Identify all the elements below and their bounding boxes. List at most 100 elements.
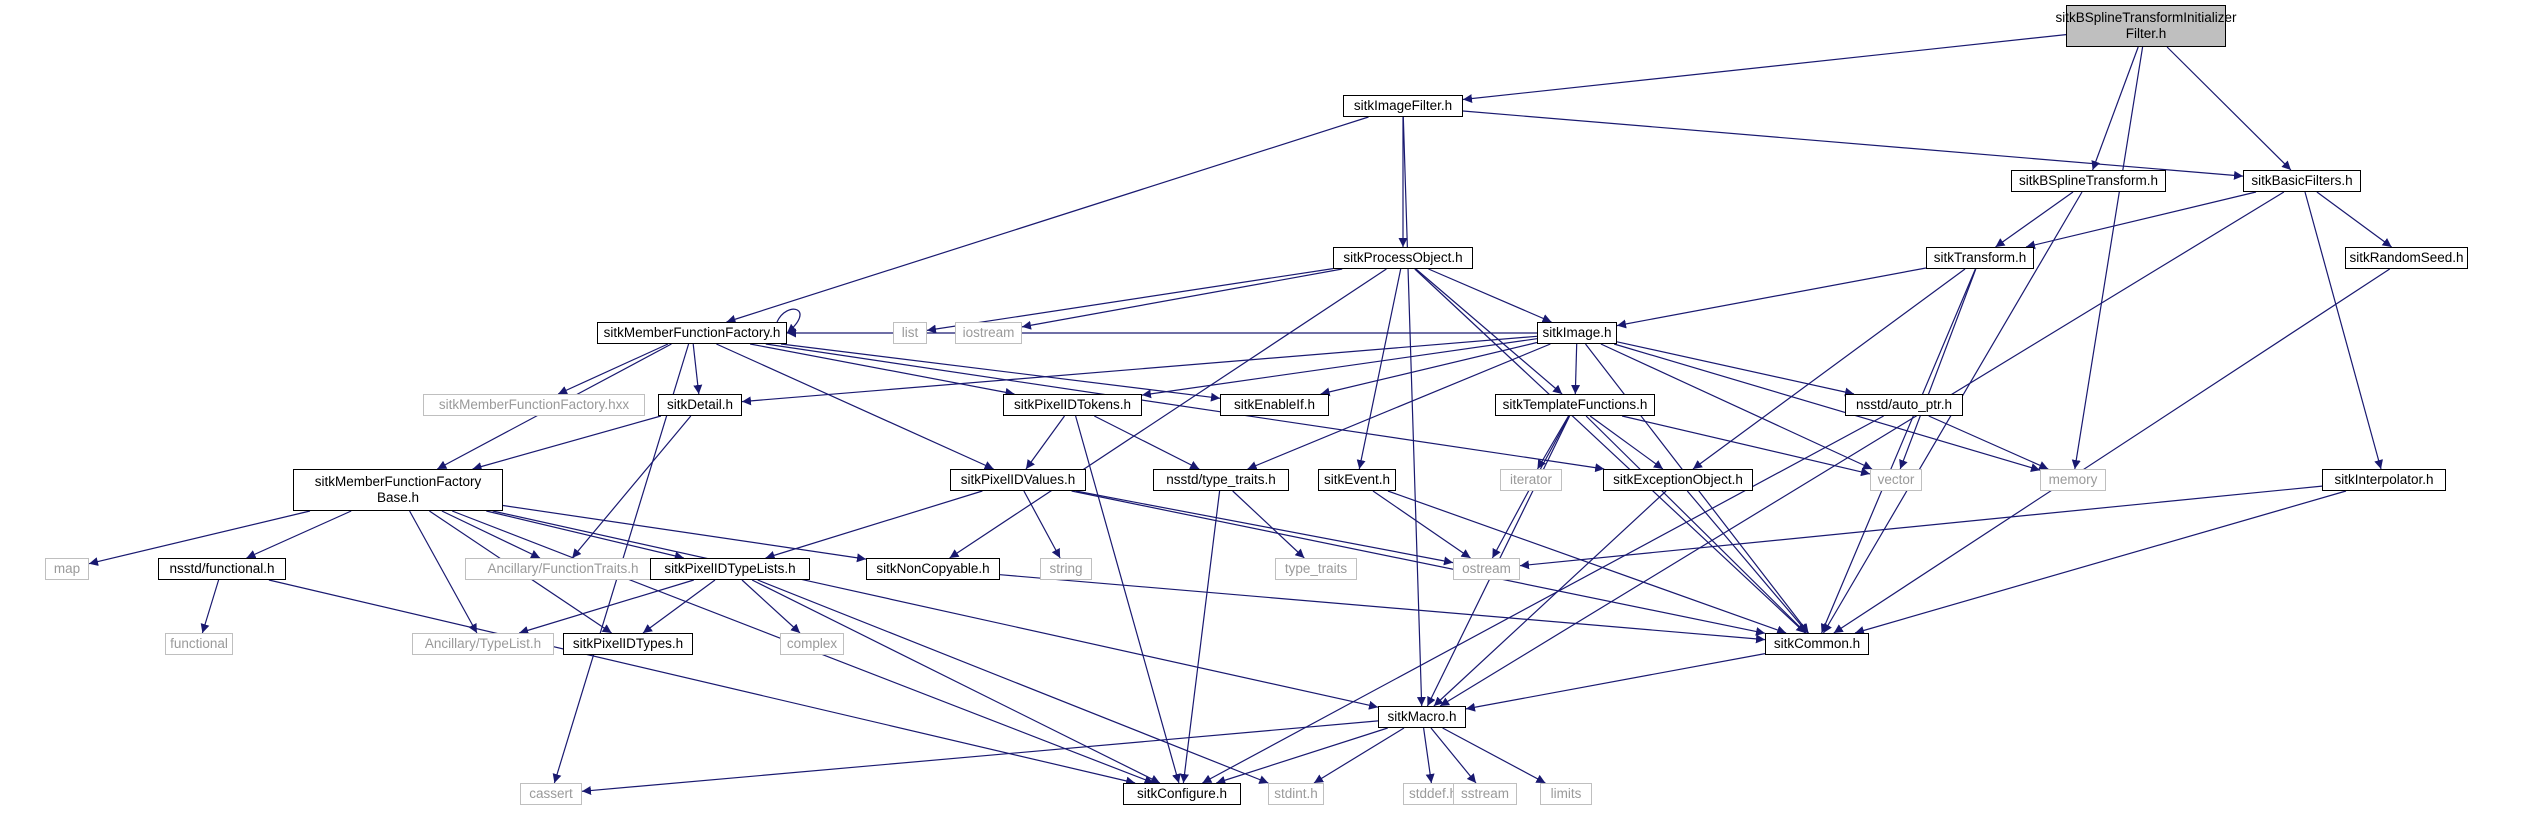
node-label: iostream <box>962 325 1015 340</box>
edge-pixelidtypelists-to-configure <box>751 579 1161 784</box>
edge-image-to-detail <box>741 335 1538 406</box>
node-label: sitkMemberFunctionFactory.hxx <box>438 397 630 412</box>
node-label: stdint.h <box>1274 786 1318 801</box>
node-label: list <box>901 325 919 340</box>
edge-interpolator-to-common <box>1854 490 2347 635</box>
node-detail[interactable]: sitkDetail.h <box>658 394 742 416</box>
node-label: sitkPixelIDTypeLists.h <box>664 561 796 576</box>
node-bsplinetransform[interactable]: sitkBSplineTransform.h <box>2011 170 2166 192</box>
node-label: sitkEnableIf.h <box>1233 397 1316 412</box>
node-memberfunctionfactory[interactable]: sitkMemberFunctionFactory.h <box>597 322 787 344</box>
edge-processobject-to-noncopyable <box>949 268 1387 559</box>
edge-memberfunctionfactory-to-enableif <box>780 343 1221 402</box>
node-event[interactable]: sitkEvent.h <box>1318 469 1396 491</box>
node-configure[interactable]: sitkConfigure.h <box>1123 783 1241 805</box>
edge-detail-to-functiontraits <box>571 415 692 559</box>
edge-mffbase-to-typelist <box>409 510 478 634</box>
node-label: sitkCommon.h <box>1773 636 1861 651</box>
node-pixelidvalues[interactable]: sitkPixelIDValues.h <box>950 469 1086 491</box>
node-functionalh[interactable]: nsstd/functional.h <box>158 558 286 580</box>
node-label: sitkTransform.h <box>1933 250 2027 265</box>
node-mffhxx: sitkMemberFunctionFactory.hxx <box>423 394 645 416</box>
edge-transform-to-exceptionobject <box>1692 268 1966 470</box>
node-label: stddef.h <box>1408 786 1458 801</box>
node-label: functional <box>170 636 228 651</box>
node-label: map <box>53 561 81 576</box>
node-noncopyable[interactable]: sitkNonCopyable.h <box>866 558 1000 580</box>
edge-detail-to-mffbase <box>472 415 662 471</box>
node-macro[interactable]: sitkMacro.h <box>1378 706 1466 728</box>
node-basicfilters[interactable]: sitkBasicFilters.h <box>2243 170 2361 192</box>
node-label: string <box>1049 561 1083 576</box>
edge-imagefilter-to-memberfunctionfactory <box>726 116 1369 324</box>
node-common[interactable]: sitkCommon.h <box>1765 633 1869 655</box>
node-pixelidtokens[interactable]: sitkPixelIDTokens.h <box>1003 394 1142 416</box>
node-exceptionobject[interactable]: sitkExceptionObject.h <box>1603 469 1753 491</box>
node-typelist: Ancillary/TypeList.h <box>412 633 554 655</box>
node-typetraits[interactable]: nsstd/type_traits.h <box>1153 469 1289 491</box>
edge-macro-to-cassert <box>581 720 1379 795</box>
edge-macro-to-stdint <box>1313 727 1405 784</box>
edge-mffbase-to-noncopyable <box>502 504 867 563</box>
node-label: sitkMemberFunctionFactory.h <box>603 325 781 340</box>
node-label: sitkRandomSeed.h <box>2349 250 2464 265</box>
edge-imagefilter-to-macro <box>1402 116 1426 707</box>
edge-mffbase-to-pixelidtypelists <box>486 510 684 561</box>
edge-autoptr-to-configure <box>1202 415 1884 784</box>
edge-interpolator-to-ostream <box>1519 485 2323 570</box>
edge-pixelidtypelists-to-typelist <box>519 579 694 635</box>
node-processobject[interactable]: sitkProcessObject.h <box>1333 247 1473 269</box>
node-randomseed[interactable]: sitkRandomSeed.h <box>2345 247 2468 269</box>
edge-processobject-to-common <box>1414 268 1806 634</box>
edge-pixelidtypelists-to-complex <box>741 579 801 634</box>
edge-macro-to-configure <box>1216 727 1388 785</box>
node-imagefilter[interactable]: sitkImageFilter.h <box>1343 95 1463 117</box>
edge-memberfunctionfactory-to-mffhxx <box>557 343 669 395</box>
edge-typetraits-to-type_traits <box>1232 490 1305 559</box>
node-label: sitkExceptionObject.h <box>1613 472 1743 487</box>
node-label: sitkEvent.h <box>1323 472 1391 487</box>
edge-bsplinetransform-to-transform <box>1995 191 2074 248</box>
edge-autoptr-to-memory <box>1928 415 2049 470</box>
node-ostream: ostream <box>1453 558 1520 580</box>
node-enableif[interactable]: sitkEnableIf.h <box>1220 394 1329 416</box>
edge-exceptionobject-to-macro <box>1433 490 1667 707</box>
edge-macro-to-sstream <box>1430 727 1477 784</box>
node-sstream: sstream <box>1453 783 1517 805</box>
edge-templatefunctions-to-common <box>1585 415 1807 634</box>
edge-functionalh-to-configure <box>268 579 1136 786</box>
node-type_traits: type_traits <box>1275 558 1357 580</box>
edge-root-to-imagefilter <box>1462 34 2067 104</box>
node-label: sitkTemplateFunctions.h <box>1502 397 1648 412</box>
node-label: nsstd/auto_ptr.h <box>1855 397 1953 412</box>
edge-exceptionobject-to-common <box>1686 490 1809 634</box>
node-interpolator[interactable]: sitkInterpolator.h <box>2322 469 2446 491</box>
edge-common-to-macro <box>1465 653 1766 712</box>
node-label: sitkImage.h <box>1542 325 1612 340</box>
edge-pixelidtokens-to-pixelidvalues <box>1025 415 1065 470</box>
node-autoptr[interactable]: nsstd/auto_ptr.h <box>1845 394 1963 416</box>
edge-noncopyable-to-common <box>999 574 1766 644</box>
node-pixelidtypes[interactable]: sitkPixelIDTypes.h <box>563 633 693 655</box>
edge-randomseed-to-common <box>1833 268 2391 634</box>
node-vector: vector <box>1870 469 1922 491</box>
node-memory: memory <box>2040 469 2106 491</box>
node-pixelidtypelists[interactable]: sitkPixelIDTypeLists.h <box>650 558 810 580</box>
node-label: sitkMacro.h <box>1387 709 1457 724</box>
node-templatefunctions[interactable]: sitkTemplateFunctions.h <box>1495 394 1655 416</box>
node-iostream: iostream <box>955 322 1022 344</box>
node-label: sitkConfigure.h <box>1136 786 1228 801</box>
edge-macro-to-limits <box>1442 727 1546 784</box>
node-limits: limits <box>1540 783 1592 805</box>
edge-image-to-typetraits <box>1247 343 1551 470</box>
node-cassert: cassert <box>520 783 582 805</box>
node-label: sitkProcessObject.h <box>1343 250 1463 265</box>
node-transform[interactable]: sitkTransform.h <box>1926 247 2034 269</box>
node-image[interactable]: sitkImage.h <box>1537 322 1617 344</box>
edge-basicfilters-to-interpolator <box>2304 191 2383 470</box>
node-functiontraits: Ancillary/FunctionTraits.h <box>465 558 661 580</box>
edge-pixelidvalues-to-pixelidtypelists <box>765 490 983 560</box>
edge-mffbase-to-functionalh <box>246 510 352 559</box>
